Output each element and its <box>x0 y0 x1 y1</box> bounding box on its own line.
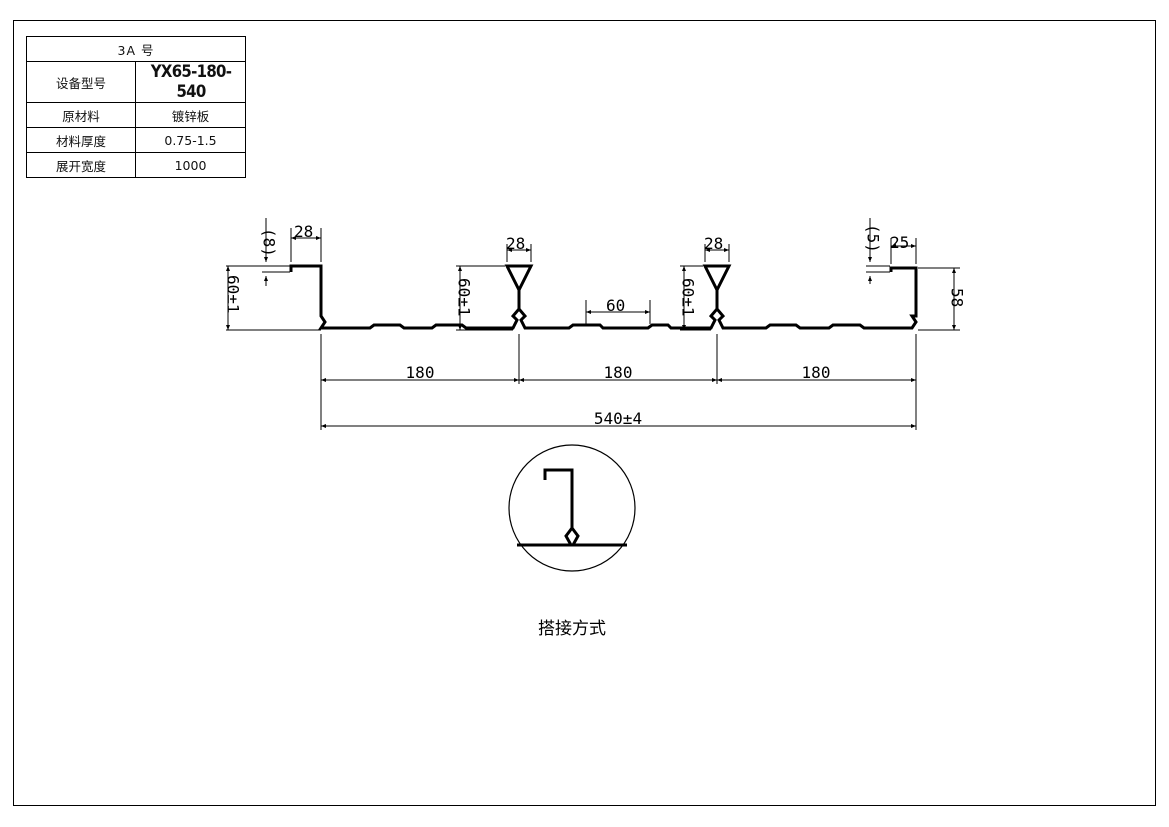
spec-row-thickness: 材料厚度 0.75-1.5 <box>26 127 246 153</box>
deck-profile <box>289 264 918 330</box>
dim-span-2: 180 <box>604 363 633 382</box>
drawing-frame <box>13 20 1156 806</box>
spec-value: 0.75-1.5 <box>135 127 246 153</box>
dim-height-rib2: 60±1 <box>679 278 698 317</box>
spec-title-row: 3A 号 <box>26 36 246 62</box>
spec-row-width: 展开宽度 1000 <box>26 152 246 178</box>
dim-rib2-top: 28 <box>704 234 723 253</box>
detail-caption: 搭接方式 <box>538 619 606 639</box>
dim-span-3: 180 <box>802 363 831 382</box>
dim-pan-mid: 60 <box>606 296 625 315</box>
spec-row-model: 设备型号 YX65-180-540 <box>26 61 246 103</box>
dim-lip-left-width: 28 <box>294 222 313 241</box>
spec-label: 展开宽度 <box>26 152 136 178</box>
lap-joint-detail: 搭接方式 <box>508 444 636 639</box>
detail-circle <box>508 444 636 572</box>
dim-lip-left: (8) <box>260 228 279 257</box>
spec-value: 镀锌板 <box>135 102 246 128</box>
dim-lip-right: (5) <box>864 224 883 253</box>
spec-title: 3A 号 <box>26 36 246 62</box>
spec-label: 设备型号 <box>26 61 136 103</box>
spec-value: 1000 <box>135 152 246 178</box>
spec-table: 3A 号 设备型号 YX65-180-540 原材料 镀锌板 材料厚度 0.75… <box>26 36 246 178</box>
extension-lines <box>226 218 960 430</box>
spec-value-model: YX65-180-540 <box>141 61 240 103</box>
dim-span-1: 180 <box>406 363 435 382</box>
dim-height-right: 58 <box>948 288 967 307</box>
dim-height-left: 60±1 <box>224 275 243 314</box>
dim-total-width: 540±4 <box>594 409 642 428</box>
dim-height-rib1: 60±1 <box>455 278 474 317</box>
spec-label: 材料厚度 <box>26 127 136 153</box>
detail-profile <box>517 468 627 547</box>
dim-lip-right-width: 25 <box>890 233 909 252</box>
dim-rib1-top: 28 <box>506 234 525 253</box>
dimension-labels: (8) 28 60±1 28 60±1 60 28 60±1 (5) 25 58… <box>224 222 967 428</box>
